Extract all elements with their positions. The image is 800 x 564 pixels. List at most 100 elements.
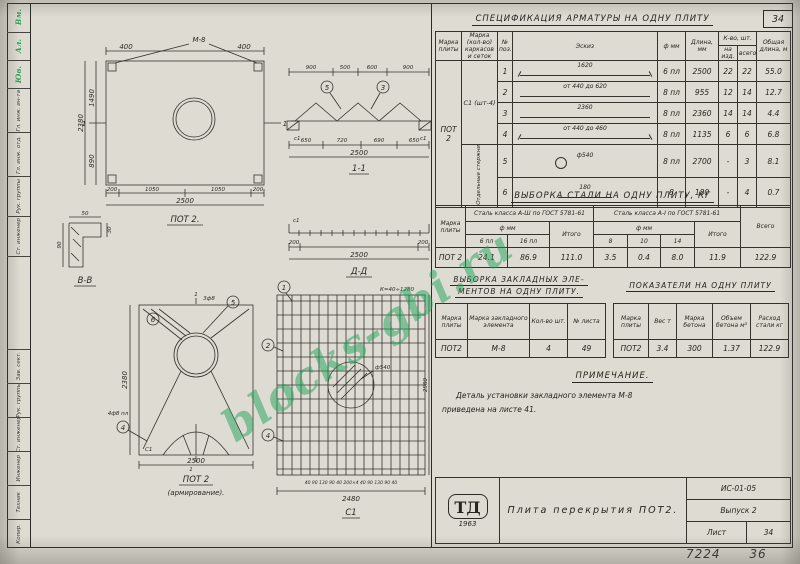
- callout: 5: [231, 299, 236, 307]
- cell: 8 пл: [657, 143, 686, 179]
- cell: 1: [497, 60, 513, 82]
- dim-label: 90: [57, 241, 63, 248]
- cell: 0.4: [627, 247, 661, 268]
- cell: 3.5: [593, 247, 628, 268]
- note-line: Деталь установки закладного элемента М-8: [456, 391, 633, 400]
- th-total: Всего: [740, 205, 791, 248]
- cell: 1.37: [712, 339, 751, 358]
- plan-reinforcement: 1 1 6 3ф8 5 4ф8 пл 4 С1 2380 2500 ПОТ 2 …: [108, 292, 254, 497]
- note-line: приведена на листе 41.: [442, 405, 537, 414]
- signature-strip: Вм. Ал. Юв. Гл. инж. ин-та Гл. инж. отд.…: [7, 3, 31, 548]
- stamp-cell: [7, 257, 30, 350]
- view-label: Д-Д: [350, 267, 368, 277]
- view-label: В-В: [78, 276, 93, 286]
- cell-product: С1 (шт-4): [461, 60, 498, 145]
- dim-label: 400: [119, 43, 133, 51]
- stamp-cell: Вм.: [7, 3, 30, 33]
- cell: 1135: [685, 123, 719, 145]
- dim-label: 650: [301, 138, 312, 144]
- th-elem: Марка закладного элемента: [467, 303, 530, 340]
- cell: 2360: [685, 102, 719, 124]
- cell: 49: [567, 339, 606, 358]
- th-volume: Объем бетона м³: [712, 303, 751, 340]
- callout: 4: [266, 432, 270, 440]
- indicators-table: Марка плиты Вес т Марка бетона Объем бет…: [613, 303, 789, 358]
- cell: 3: [497, 102, 513, 124]
- cell: М-8: [467, 339, 530, 358]
- dim-label: 40 90 130 90 40 200×4 40 90 130 90 40: [305, 480, 398, 486]
- th-total-length: Общая длина, м: [756, 31, 791, 61]
- th-size: 14: [660, 234, 695, 248]
- dim-label: 50: [82, 211, 89, 217]
- dim-label: 200: [289, 240, 300, 246]
- cell: 12: [718, 81, 738, 103]
- cell: 8.0: [660, 247, 695, 268]
- callout: 2: [266, 342, 271, 350]
- plan-view: 1 1 М-8 400 400 1490 890 2380 200 1050 1…: [77, 36, 287, 226]
- spec-table-title: СПЕЦИФИКАЦИЯ АРМАТУРЫ НА ОДНУ ПЛИТУ: [436, 14, 749, 26]
- stamp-cell: Ал.: [7, 33, 30, 61]
- stamp-cell: Зав. сект.: [7, 350, 30, 384]
- cell: 111.0: [549, 247, 594, 268]
- th-dia: ф мм: [593, 221, 695, 235]
- stamp-cell: Копир.: [7, 520, 30, 548]
- steel-table: Марка плиты Сталь класса А-Ш по ГОСТ 578…: [435, 205, 791, 268]
- cell: 3.4: [648, 339, 677, 358]
- callout: 1: [282, 284, 286, 292]
- stamp-text: Рук. группы: [15, 179, 22, 214]
- stamp-text: Юв.: [14, 65, 23, 84]
- stamp-cell: Инженер: [7, 452, 30, 486]
- stamp-cell: Ст. инженер: [7, 217, 30, 257]
- stamp-text: Гл. инж. отд.: [15, 135, 22, 174]
- stamp-text: Копир.: [15, 524, 22, 544]
- cell-plate-mark: ПОТ 2: [435, 247, 466, 268]
- sheet-label: Лист: [686, 521, 747, 544]
- dim-label: 200: [107, 187, 118, 193]
- drawings-area: 1 1 М-8 400 400 1490 890 2380 200 1050 1…: [57, 36, 431, 519]
- cell: 4.4: [756, 102, 791, 124]
- dim-label: 2480: [342, 495, 360, 503]
- dim-label: 2500: [350, 149, 368, 157]
- drawing-frame: [7, 3, 793, 548]
- embed-plate-label: М-8: [192, 36, 206, 44]
- th-qty: Кол-во шт.: [529, 303, 568, 340]
- cell: 86.9: [507, 247, 550, 268]
- sheet-number: 34: [745, 521, 792, 544]
- stamp-text: Ст. инженер: [15, 218, 22, 255]
- stamp-cell: Юв.: [7, 61, 30, 89]
- cut-mark: 1: [283, 120, 287, 128]
- mesh-ref: с1: [293, 218, 300, 224]
- stamp-text: Техник: [15, 492, 22, 513]
- cell: 300: [676, 339, 713, 358]
- mesh-ref: с1: [420, 136, 427, 142]
- dim-label: 2580: [423, 378, 429, 392]
- mesh-ref: С1: [145, 447, 152, 453]
- dim-label: 900: [403, 65, 414, 71]
- stamp-text: Вм.: [14, 9, 23, 26]
- dim-label: 690: [374, 138, 385, 144]
- th-mark: Марка плиты: [435, 205, 466, 248]
- dim-label: 1490: [88, 89, 96, 107]
- cell: 2700: [685, 143, 719, 179]
- bar-annotation: 3ф8: [203, 296, 215, 302]
- th-size: 16 пл: [507, 234, 550, 248]
- mesh-c1: ф540 1 2 4 К=40÷1280 2580 40 90 130 90 4…: [261, 280, 430, 519]
- dim-label: 900: [306, 65, 317, 71]
- th-product: Марка (кол-во) каркасов и сеток: [461, 31, 498, 61]
- spacing-annotation: К=40÷1280: [380, 287, 415, 293]
- cell: 22: [718, 60, 738, 82]
- hole-dim: ф540: [375, 365, 391, 371]
- th-mark: Марка плиты: [435, 303, 468, 340]
- spec-table: Марка плиты Марка (кол-во) каркасов и се…: [435, 31, 791, 208]
- cell-plate-mark: ПОТ2: [613, 339, 649, 358]
- cell: 6 пл: [657, 60, 686, 82]
- cell-sketch: от 440 до 460: [512, 123, 658, 145]
- callout: 3: [381, 84, 385, 92]
- th-size: 10: [627, 234, 661, 248]
- th-steel-group2: Сталь класса А-I по ГОСТ 5781-61: [593, 205, 741, 222]
- th-qty-per: на изд.: [718, 45, 738, 61]
- sheet-number-box: 34: [763, 10, 793, 28]
- cell: 6: [737, 123, 757, 145]
- th-subtotal: Итого: [694, 221, 741, 248]
- th-qty-total: всего: [737, 45, 757, 61]
